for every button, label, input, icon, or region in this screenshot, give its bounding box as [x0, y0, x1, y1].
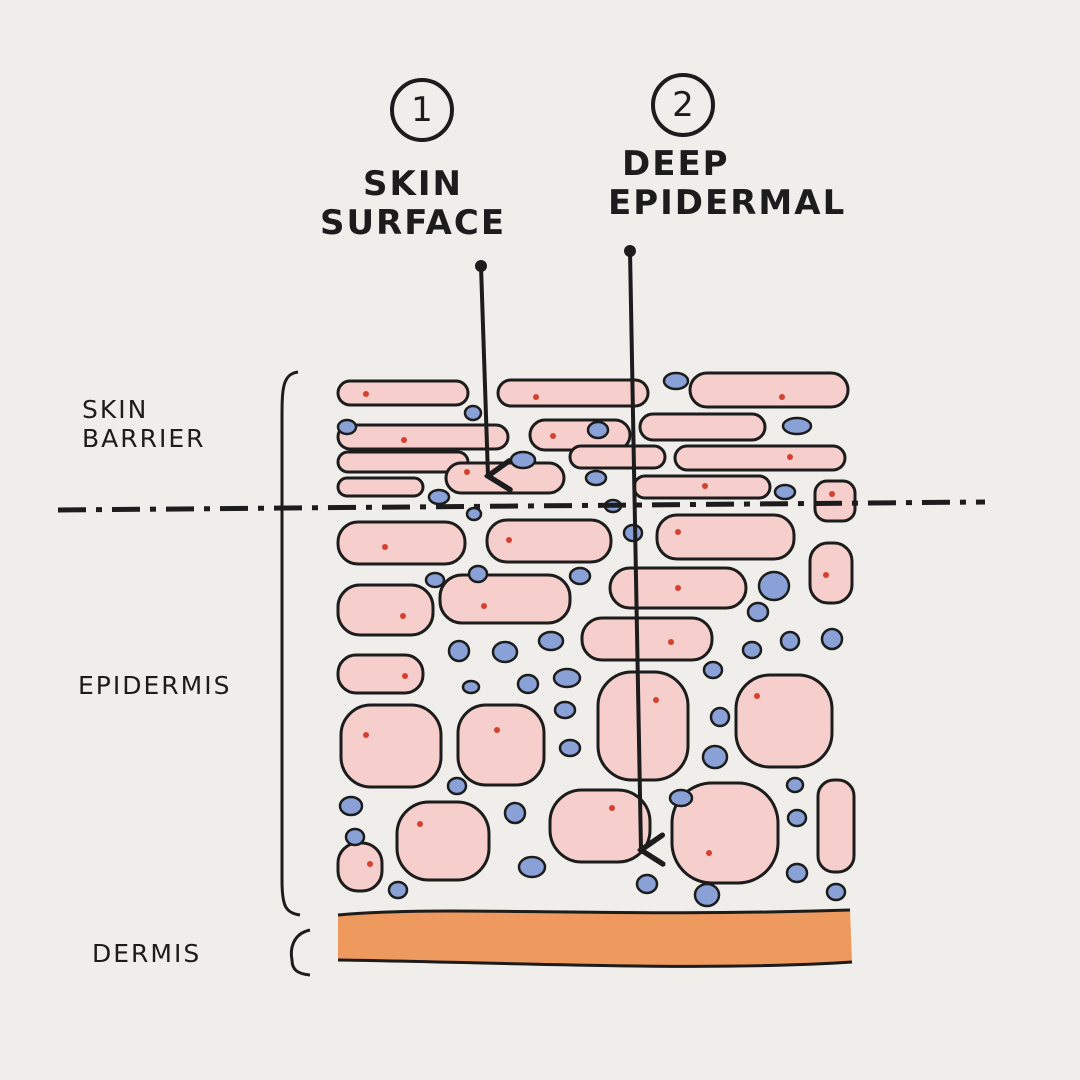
skin-surface-label: SKiN SURFACE: [308, 164, 518, 244]
barrier-nuclei: [363, 391, 835, 497]
dermis-bracket: [289, 928, 311, 977]
marker-2: 2: [651, 73, 715, 137]
skin-surface-line1: SKiN: [363, 164, 463, 204]
barrier-boundary-line: [57, 499, 986, 513]
deep-epidermal-line2: EPiDERMAL: [608, 183, 847, 224]
deep-epidermal-line1: DEEP: [622, 144, 730, 184]
deep-epidermal-arrow: [624, 245, 641, 850]
skin-surface-line2: SURFACE: [319, 203, 507, 244]
skin-barrier-line1: SKiN: [82, 395, 149, 424]
epidermis-bracket: [280, 370, 301, 917]
barrier-cells: [336, 371, 857, 523]
deep-epidermal-label: DEEP EPiDERMAL: [608, 144, 847, 224]
epidermis-label: EPiDERMiS: [78, 671, 232, 700]
epidermis-nuclei: [363, 529, 829, 867]
dermis-band: [337, 908, 853, 968]
dermis-label: DERMiS: [92, 939, 202, 968]
marker-1: 1: [390, 78, 454, 142]
skin-barrier-line2: BARRiER: [82, 423, 206, 453]
skin-barrier-label: SKiN BARRiER: [82, 395, 206, 454]
epidermis-cells: [336, 513, 856, 893]
skin-surface-arrow: [475, 260, 488, 476]
